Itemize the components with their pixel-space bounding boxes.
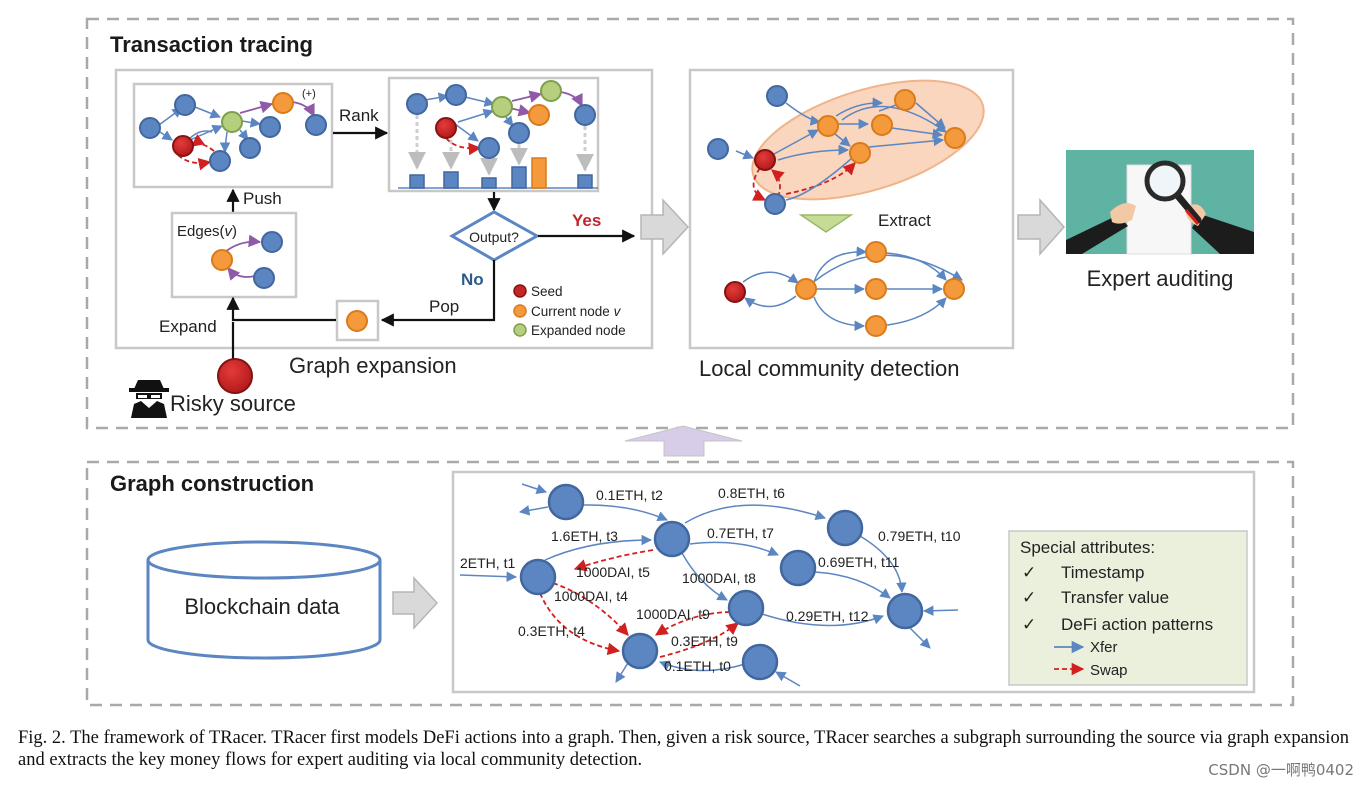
check-icon: ✓ [1022,588,1036,607]
edge-labels: 0.1ETH, t2 0.8ETH, t6 1.6ETH, t3 0.7ETH,… [460,485,961,674]
legend-expanded: Expanded node [531,323,626,338]
edge-label: 0.1ETH, t2 [596,487,663,503]
edge-label: 1000DAI, t8 [682,570,756,586]
transaction-tracing-frame [85,17,1295,430]
framework-figure: Transaction tracing Graph construction (… [85,17,1295,707]
ranked-graph [398,80,598,189]
legend-current: Current node v [531,304,622,319]
popped-node [346,310,368,332]
blockchain-database-icon [146,540,382,660]
node-legend [513,284,527,337]
edge-label: 0.8ETH, t6 [718,485,785,501]
edge-label: 1000DAI, t5 [576,564,650,580]
to-graph-arrow-icon [392,576,439,630]
blockchain-label: Blockchain data [184,594,340,619]
transaction-tracing-title: Transaction tracing [110,32,313,57]
edge-label: 1000DAI, t9 [636,606,710,622]
xfer-label: Xfer [1090,639,1118,656]
figure-caption: Fig. 2. The framework of TRacer. TRacer … [18,728,1349,770]
edge-label: 0.69ETH, t11 [818,554,900,570]
edge-label: 0.3ETH, t9 [671,633,738,649]
to-community-arrow-icon [640,198,690,256]
no-label: No [461,270,484,289]
attribute-item: Timestamp [1061,563,1144,582]
expand-label: Expand [159,317,217,336]
swap-label: Swap [1090,662,1128,679]
risky-source-node [217,358,253,394]
graph-expansion-label: Graph expansion [289,353,457,378]
edges-label: Edges(v) [177,223,237,240]
extracted-graph [724,241,965,337]
yes-label: Yes [572,211,601,230]
community-panel [688,68,1015,350]
graph-construction-title: Graph construction [110,471,314,496]
pop-label: Pop [429,297,459,316]
edge-label: 0.3ETH, t4 [518,623,585,639]
attribute-item: DeFi action patterns [1061,615,1213,634]
expert-auditing-picture [1066,150,1254,255]
community-graph [707,79,985,215]
rank-label: Rank [339,106,379,125]
popped-node-box [335,299,380,342]
watermark: CSDN @一啊鸭0402 [1208,761,1354,779]
legend-seed: Seed [531,284,563,299]
plus-mark: (+) [302,88,316,100]
edge-label: 0.7ETH, t7 [707,525,774,541]
transaction-graph-panel [451,470,1256,694]
output-decision [448,210,541,262]
push-label: Push [243,189,282,208]
hacker-icon [129,380,169,418]
graph-expansion-panel [114,68,654,350]
edge-label: 0.29ETH, t12 [786,608,869,624]
edge-label: 0.1ETH, t0 [664,658,731,674]
risky-source-label: Risky source [170,391,296,416]
no-arrow [380,260,496,327]
expand-arrow [226,296,336,322]
attribute-item: Transfer value [1061,588,1169,607]
edges-graph [211,231,283,289]
expert-auditing-label: Expert auditing [1087,266,1234,291]
check-icon: ✓ [1022,563,1036,582]
extract-arrow-icon [798,214,854,233]
to-audit-arrow-icon [1017,198,1066,256]
graph-construction-frame [85,460,1295,707]
extract-label: Extract [878,211,931,230]
edges-box [170,211,298,299]
edge-label: 2ETH, t1 [460,555,515,571]
up-flow-arrow-icon [624,425,743,457]
community-label: Local community detection [699,356,959,381]
attributes-title: Special attributes: [1020,538,1155,557]
edge-label: 1.6ETH, t3 [551,528,618,544]
candidate-graph [139,92,327,172]
transaction-graph [459,483,959,687]
output-label: Output? [469,229,519,245]
special-attributes-box [1008,530,1248,686]
check-icon: ✓ [1022,615,1036,634]
edge-label: 0.79ETH, t10 [878,528,961,544]
edge-label: 1000DAI, t4 [554,588,628,604]
